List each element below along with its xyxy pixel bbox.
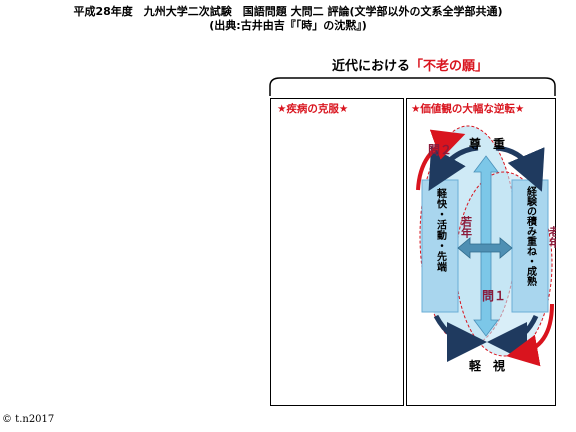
left-panel: ★疾病の克服★ (270, 98, 404, 406)
red-top-arrow (416, 129, 466, 191)
left-panel-heading: ★疾病の克服★ (277, 103, 349, 115)
title-highlight: 「不老の願」 (410, 59, 489, 74)
bottom-label: 軽 視 (469, 358, 505, 373)
question-1-label: 問１ (482, 289, 506, 303)
red-bottom-arrow (506, 303, 554, 367)
horizontal-double-arrow (457, 237, 513, 259)
value-reversal-diagram: 尊 重 軽 視 問２ 問１ 軽快・活動・先端 経験の積み重ね・成熟 若年 老年 (416, 125, 557, 373)
top-label: 尊 重 (469, 136, 505, 151)
header-line-2: (出典:古井由吉『「時」の沈黙』) (209, 19, 367, 32)
question-2-label: 問２ (428, 143, 452, 157)
copyright: © t.n2017 (2, 414, 55, 425)
diagram-title: 近代における「不老の願」 (300, 55, 520, 74)
young-label: 若年 (460, 215, 473, 239)
top-right-arrow (495, 145, 545, 192)
left-box-text: 軽快・活動・先端 (435, 187, 448, 273)
title-prefix: 近代における (331, 59, 410, 74)
right-panel-heading: ★価値観の大幅な逆転★ (411, 103, 525, 115)
bottom-left-arrow (433, 314, 487, 362)
right-box-text: 経験の積み重ね・成熟 (525, 185, 538, 287)
header-line-1: 平成28年度 九州大学二次試験 国語問題 大問二 評論(文学部以外の文系全学部共… (73, 5, 503, 18)
old-label: 老年 (548, 225, 557, 249)
